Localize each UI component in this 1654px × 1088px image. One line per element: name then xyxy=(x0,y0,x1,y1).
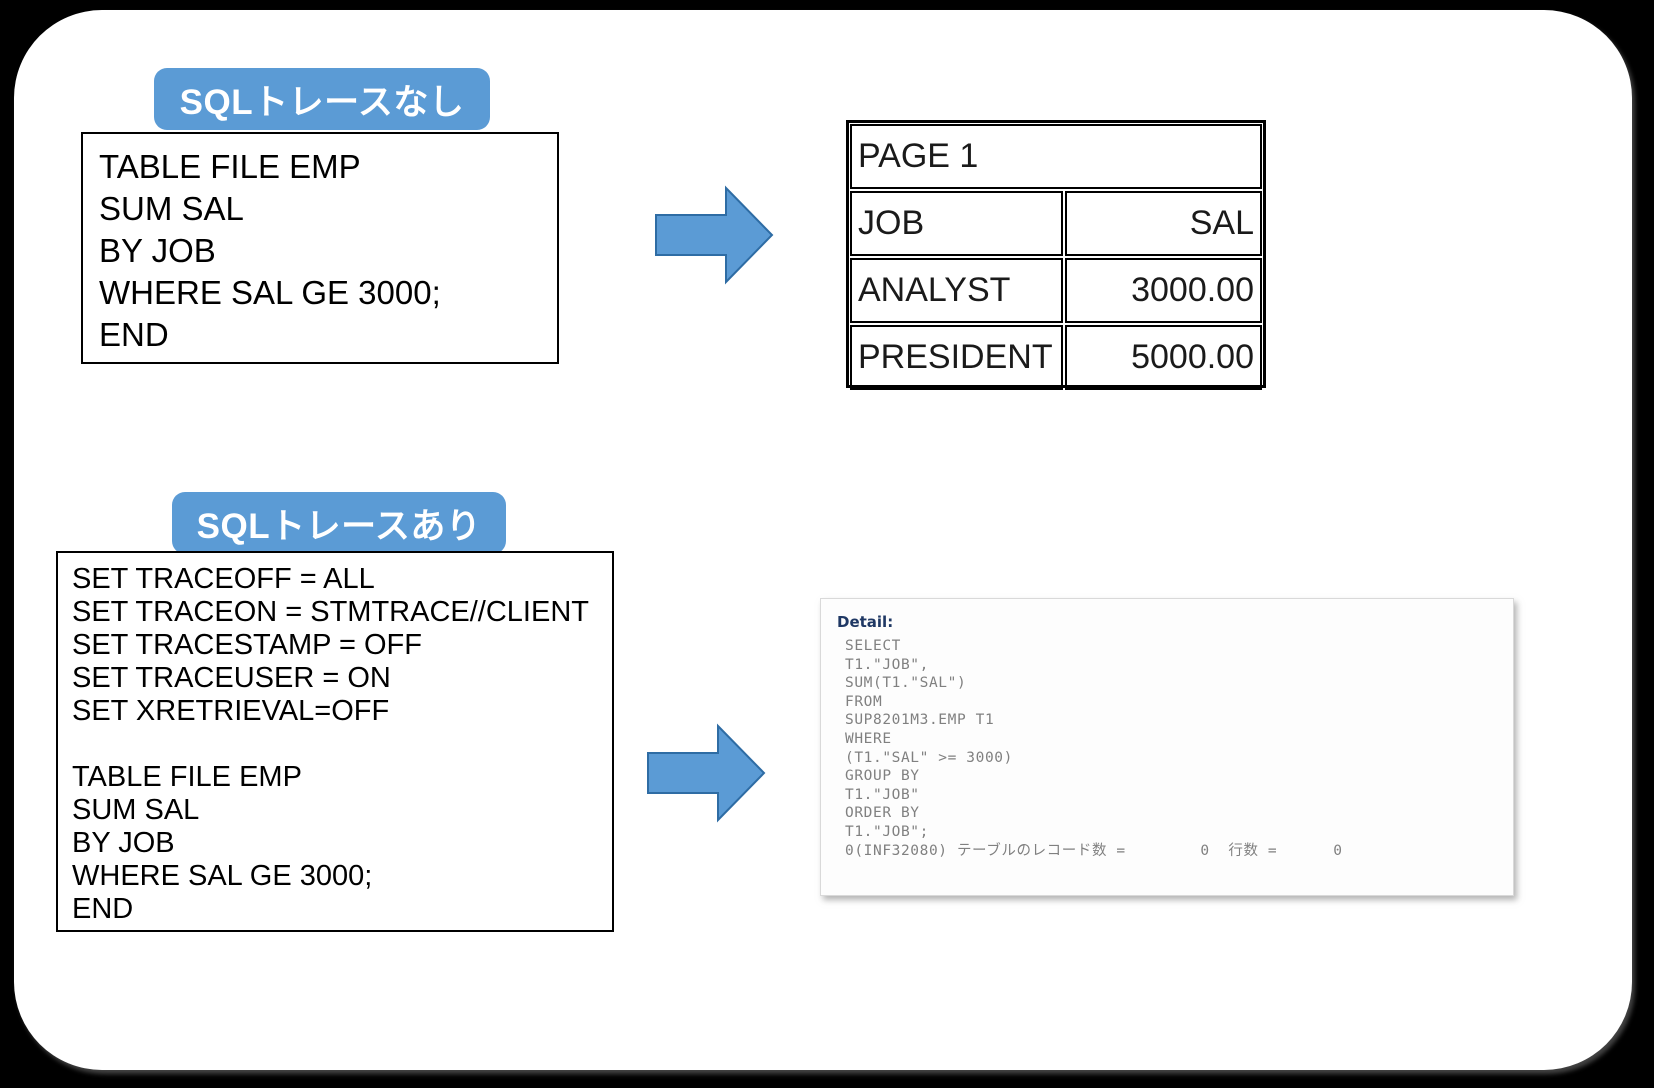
trace-content: Detail: SELECT T1."JOB", SUM(T1."SAL") F… xyxy=(821,599,1513,860)
trace-detail-title: Detail: xyxy=(837,613,894,631)
cell-sal: 5000.00 xyxy=(1065,325,1262,390)
code-block-with-trace: SET TRACEOFF = ALL SET TRACEON = STMTRAC… xyxy=(56,551,614,932)
code-block-no-trace: TABLE FILE EMP SUM SAL BY JOB WHERE SAL … xyxy=(81,132,559,364)
trace-sql-text: SELECT T1."JOB", SUM(T1."SAL") FROM SUP8… xyxy=(845,638,1343,859)
cell-job: PRESIDENT xyxy=(850,325,1064,390)
label-no-sql-trace: SQLトレースなし xyxy=(154,68,490,130)
table-header-row: JOB SAL xyxy=(849,190,1263,257)
sql-trace-output-panel: Detail: SELECT T1."JOB", SUM(T1."SAL") F… xyxy=(820,598,1514,896)
table-row-page-header: PAGE 1 xyxy=(849,123,1263,190)
column-header-job: JOB xyxy=(850,191,1064,256)
cell-sal: 3000.00 xyxy=(1065,258,1262,323)
slide-card: SQLトレースなし TABLE FILE EMP SUM SAL BY JOB … xyxy=(14,10,1632,1070)
table-row: ANALYST 3000.00 xyxy=(849,257,1263,324)
report-output-table: PAGE 1 JOB SAL ANALYST 3000.00 PRESIDENT… xyxy=(846,120,1266,391)
label-with-sql-trace: SQLトレースあり xyxy=(172,492,506,554)
right-arrow-icon xyxy=(654,185,774,290)
right-arrow-icon xyxy=(646,723,766,828)
cell-job: ANALYST xyxy=(850,258,1064,323)
column-header-sal: SAL xyxy=(1065,191,1262,256)
report-page-header: PAGE 1 xyxy=(850,124,1262,189)
table-row: PRESIDENT 5000.00 xyxy=(849,324,1263,391)
